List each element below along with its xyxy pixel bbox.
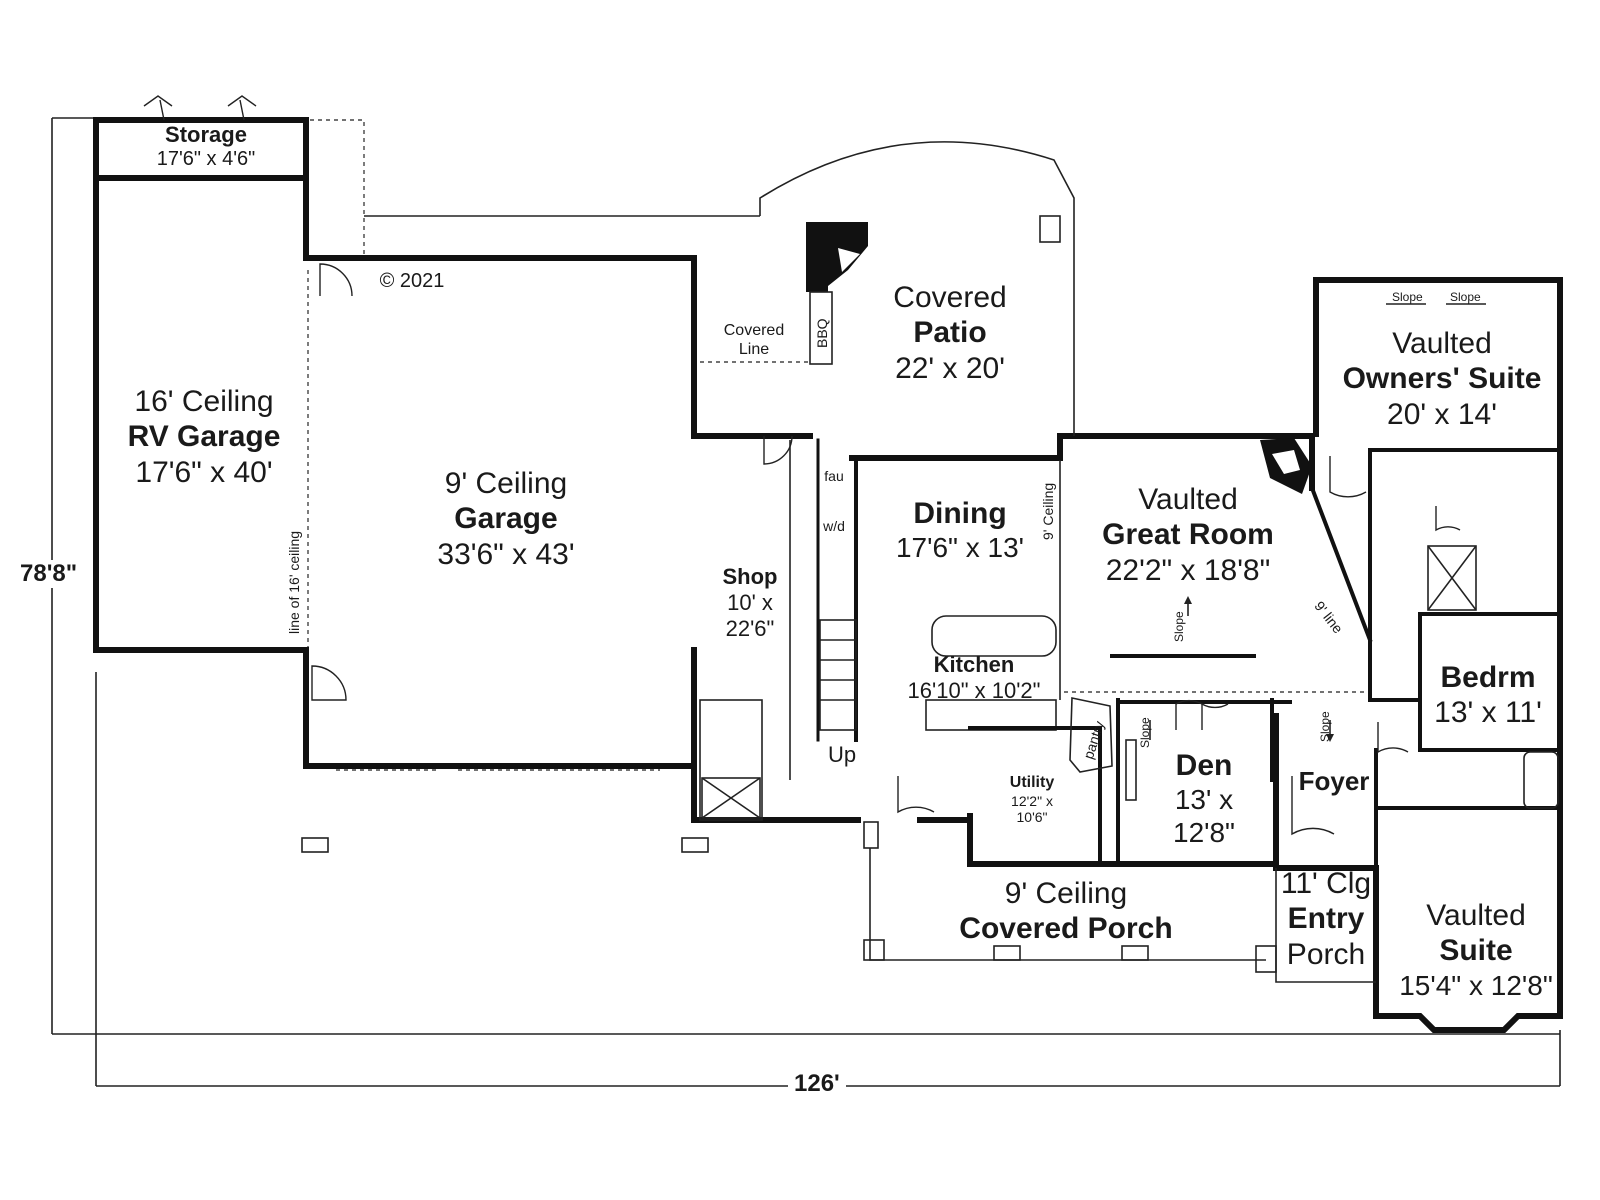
- note-slope-great-room: Slope: [1172, 611, 1186, 642]
- room-dining: Dining 17'6" x 13': [896, 496, 1024, 564]
- note-wd: w/d: [823, 518, 845, 534]
- entry-porch-ceiling: 11' Clg: [1280, 867, 1372, 900]
- room-owners-suite: Vaulted Owners' Suite 20' x 14': [1343, 326, 1542, 432]
- shop-size-1: 10' x: [727, 589, 773, 615]
- room-entry-porch: 11' Clg Entry Porch: [1281, 866, 1371, 972]
- room-covered-patio: Covered Patio 22' x 20': [893, 280, 1006, 386]
- door-swings: [143, 95, 1461, 836]
- garage-size: 33'6" x 43': [437, 537, 575, 571]
- dimension-depth: 78'8": [14, 560, 84, 588]
- note-slope-den: Slope: [1138, 717, 1152, 748]
- den-name: Den: [1175, 749, 1233, 782]
- room-garage: 9' Ceiling Garage 33'6" x 43': [437, 466, 574, 572]
- room-great-room: Vaulted Great Room 22'2" x 18'8": [1102, 482, 1274, 588]
- owners-suite-name: Owners' Suite: [1342, 362, 1542, 396]
- entry-porch-name: Entry: [1287, 902, 1365, 936]
- bedrm-name: Bedrm: [1440, 661, 1536, 694]
- shop-name: Shop: [722, 564, 778, 589]
- slope-arrows: [1110, 303, 1486, 742]
- rv-garage-ceiling: 16' Ceiling: [134, 385, 274, 418]
- room-vaulted-suite: Vaulted Suite 15'4" x 12'8": [1399, 898, 1553, 1002]
- kitchen-name: Kitchen: [933, 652, 1015, 677]
- copyright: © 2021: [379, 270, 445, 292]
- note-fau: fau: [824, 468, 844, 484]
- shop-size-2: 22'6": [725, 615, 775, 641]
- note-up: Up: [827, 742, 857, 767]
- note-line-16-ceiling: line of 16' ceiling: [286, 530, 302, 634]
- note-covered-line: Covered Line: [723, 322, 785, 358]
- utility-size-1: 12'2" x: [1011, 792, 1053, 809]
- porch-ceiling: 9' Ceiling: [1004, 877, 1128, 910]
- utility-name: Utility: [1009, 774, 1055, 791]
- note-9-ceiling: 9' Ceiling: [1040, 482, 1056, 540]
- dining-name: Dining: [913, 497, 1007, 530]
- patio-line1: Covered: [893, 281, 1007, 314]
- porch-name: Covered Porch: [959, 912, 1173, 946]
- garage-name: Garage: [454, 502, 558, 536]
- note-slope-owners-left: Slope: [1392, 290, 1423, 304]
- room-foyer: Foyer: [1298, 766, 1370, 796]
- vaulted-suite-name: Suite: [1439, 934, 1513, 968]
- room-bedrm: Bedrm 13' x 11': [1434, 660, 1542, 731]
- dimension-width: 126': [788, 1070, 846, 1098]
- storage-size: 17'6" x 4'6": [156, 147, 256, 170]
- room-kitchen: Kitchen 16'10" x 10'2": [908, 652, 1041, 704]
- den-size-1: 13' x: [1174, 784, 1234, 816]
- den-size-2: 12'8": [1172, 817, 1236, 849]
- room-covered-porch: 9' Ceiling Covered Porch: [959, 876, 1172, 947]
- vaulted-suite-size: 15'4" x 12'8": [1399, 969, 1553, 1001]
- bedrm-size: 13' x 11': [1434, 696, 1542, 730]
- note-slope-foyer: Slope: [1318, 711, 1332, 742]
- patio-name: Patio: [913, 316, 987, 350]
- great-room-name: Great Room: [1102, 518, 1274, 552]
- owners-suite-vaulted: Vaulted: [1392, 327, 1492, 360]
- room-shop: Shop 10' x 22'6": [723, 564, 778, 642]
- note-bbq: BBQ: [814, 318, 830, 348]
- kitchen-size: 16'10" x 10'2": [907, 677, 1041, 703]
- owners-suite-size: 20' x 14': [1387, 397, 1497, 431]
- room-rv-garage: 16' Ceiling RV Garage 17'6" x 40': [128, 384, 281, 490]
- interior-walls: [699, 438, 1562, 870]
- note-slope-owners-right: Slope: [1450, 290, 1481, 304]
- garage-ceiling: 9' Ceiling: [444, 467, 568, 500]
- dining-size: 17'6" x 13': [895, 532, 1025, 564]
- vaulted-suite-vaulted: Vaulted: [1426, 899, 1526, 932]
- porch-outline: [869, 848, 1376, 983]
- rv-garage-name: RV Garage: [127, 420, 281, 454]
- utility-size-2: 10'6": [1016, 809, 1048, 826]
- exterior-walls: [93, 117, 1563, 1033]
- great-room-vaulted: Vaulted: [1138, 483, 1238, 516]
- room-den: Den 13' x 12'8": [1173, 748, 1235, 849]
- patio-size: 22' x 20': [895, 351, 1005, 385]
- entry-porch-line3: Porch: [1286, 937, 1366, 971]
- room-storage: Storage 17'6" x 4'6": [157, 122, 256, 172]
- rv-garage-size: 17'6" x 40': [135, 455, 273, 489]
- patio-outline: [364, 141, 1075, 436]
- storage-name: Storage: [165, 122, 247, 147]
- room-utility: Utility 12'2" x 10'6": [1010, 774, 1054, 826]
- great-room-size: 22'2" x 18'8": [1105, 553, 1271, 587]
